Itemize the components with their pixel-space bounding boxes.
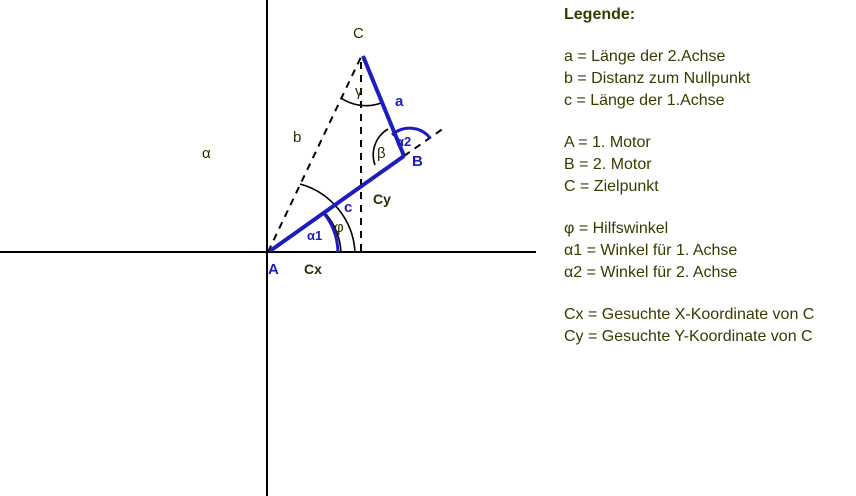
legend-entry-a: a = Länge der 2.Achse <box>564 48 726 65</box>
legend-entry-phi: φ = Hilfswinkel <box>564 220 669 237</box>
arm-a <box>361 55 406 157</box>
legend-entry-cy: Cy = Gesuchte Y-Koordinate von C <box>564 328 813 345</box>
beta-angle-arc <box>372 128 389 166</box>
alpha2-angle-arc <box>390 126 432 139</box>
label-side-c: c <box>344 199 352 216</box>
label-cx: Cx <box>304 261 322 277</box>
arm-c <box>268 154 406 253</box>
label-gamma: γ <box>355 83 363 100</box>
alpha1-angle-arc <box>321 211 340 253</box>
legend-entry-cx: Cx = Gesuchte X-Koordinate von C <box>564 306 815 323</box>
legend-entry-target: C = Zielpunkt <box>564 178 659 195</box>
arm1-extension-line <box>403 127 445 157</box>
label-alpha: α <box>202 145 211 162</box>
legend-entry-motor2: B = 2. Motor <box>564 156 652 173</box>
label-beta: β <box>377 145 386 162</box>
legend-entry-alpha2: α2 = Winkel für 2. Achse <box>564 264 738 281</box>
legend-entry-c: c = Länge der 1.Achse <box>564 92 725 109</box>
phi-angle-arc <box>299 183 356 253</box>
label-point-b: B <box>412 153 423 170</box>
distance-b-line <box>267 56 362 253</box>
legend-entry-motor1: A = 1. Motor <box>564 134 651 151</box>
label-point-a: A <box>268 261 279 278</box>
label-alpha2: α2 <box>396 134 411 149</box>
gamma-angle-arc <box>340 97 382 107</box>
label-phi: φ <box>334 219 344 236</box>
label-alpha1: α1 <box>307 228 322 243</box>
legend-entry-b: b = Distanz zum Nullpunkt <box>564 70 751 87</box>
label-side-a: a <box>395 93 404 110</box>
label-side-b: b <box>293 129 301 146</box>
legend-title: Legende: <box>564 6 636 23</box>
legend: Legende: a = Länge der 2.Achse b = Dista… <box>564 4 814 348</box>
legend-entry-alpha1: α1 = Winkel für 1. Achse <box>564 242 738 259</box>
label-point-c: C <box>353 25 364 42</box>
kinematics-diagram: C γ a b α β α2 B Cy c φ α1 A Cx <box>0 0 536 496</box>
label-cy: Cy <box>373 191 391 207</box>
